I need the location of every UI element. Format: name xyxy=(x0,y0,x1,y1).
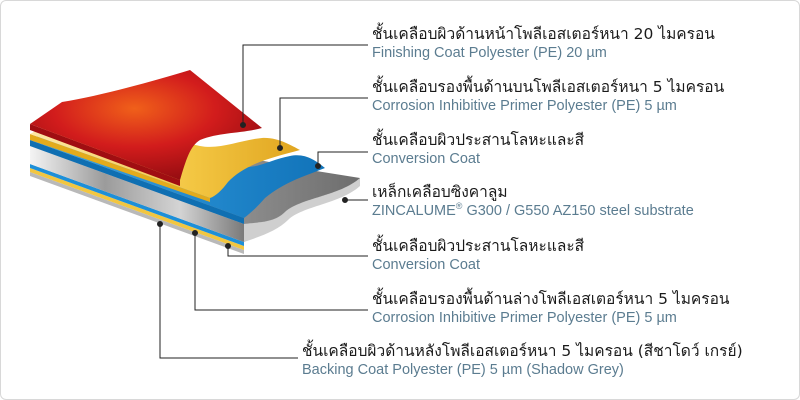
leader-line-conversion-top xyxy=(317,151,368,166)
leader-line-primer-bottom xyxy=(194,233,368,311)
label-steel-substrate: เหล็กเคลือบซิงคาลูม ZINCALUME® G300 / G5… xyxy=(372,182,694,220)
label-english: Conversion Coat xyxy=(372,151,480,167)
label-english: Backing Coat Polyester (PE) 5 µm (Shadow… xyxy=(302,362,624,378)
label-english: ZINCALUME® G300 / G550 AZ150 steel subst… xyxy=(372,202,694,220)
substrate-spec: G300 / G550 AZ150 steel substrate xyxy=(462,203,694,219)
label-thai: ชั้นเคลือบรองพื้นด้านล่างโพลีเอสเตอร์หนา… xyxy=(372,290,730,308)
registered-mark: ® xyxy=(455,201,463,211)
label-thai: ชั้นเคลือบผิวด้านหลังโพลีเอสเตอร์หนา 5 ไ… xyxy=(302,342,743,360)
label-finishing-coat: ชั้นเคลือบผิวด้านหน้าโพลีเอสเตอร์หนา 20 … xyxy=(372,24,715,62)
leader-line-conversion-bottom xyxy=(227,246,368,257)
label-thai: ชั้นเคลือบผิวประสานโลหะและสี xyxy=(372,131,585,149)
label-thai: ชั้นเคลือบผิวด้านหน้าโพลีเอสเตอร์หนา 20 … xyxy=(372,25,715,43)
label-backing-coat: ชั้นเคลือบผิวด้านหลังโพลีเอสเตอร์หนา 5 ไ… xyxy=(302,341,743,379)
label-conversion-coat-top: ชั้นเคลือบผิวประสานโลหะและสี Conversion … xyxy=(372,130,584,168)
label-thai: ชั้นเคลือบผิวประสานโลหะและสี xyxy=(372,237,585,255)
leader-lines xyxy=(157,44,368,359)
leader-line-primer-top xyxy=(279,97,368,148)
label-english: Corrosion Inhibitive Primer Polyester (P… xyxy=(372,98,677,114)
brand-name: ZINCALUME xyxy=(372,203,456,219)
label-english: Finishing Coat Polyester (PE) 20 µm xyxy=(372,45,607,61)
finish-coat-top xyxy=(30,70,262,186)
label-thai: ชั้นเคลือบรองพื้นด้านบนโพลีเอสเตอร์หนา 5… xyxy=(372,78,725,96)
label-english: Conversion Coat xyxy=(372,257,480,273)
leader-line-backing xyxy=(159,224,298,359)
label-primer-top: ชั้นเคลือบรองพื้นด้านบนโพลีเอสเตอร์หนา 5… xyxy=(372,77,724,115)
label-english: Corrosion Inhibitive Primer Polyester (P… xyxy=(372,310,677,326)
leader-line-finish xyxy=(242,44,368,125)
bottom-coatings xyxy=(30,164,244,254)
label-primer-bottom: ชั้นเคลือบรองพื้นด้านล่างโพลีเอสเตอร์หนา… xyxy=(372,289,730,327)
label-thai: เหล็กเคลือบซิงคาลูม xyxy=(372,183,508,201)
label-conversion-coat-bottom: ชั้นเคลือบผิวประสานโลหะและสี Conversion … xyxy=(372,236,584,274)
